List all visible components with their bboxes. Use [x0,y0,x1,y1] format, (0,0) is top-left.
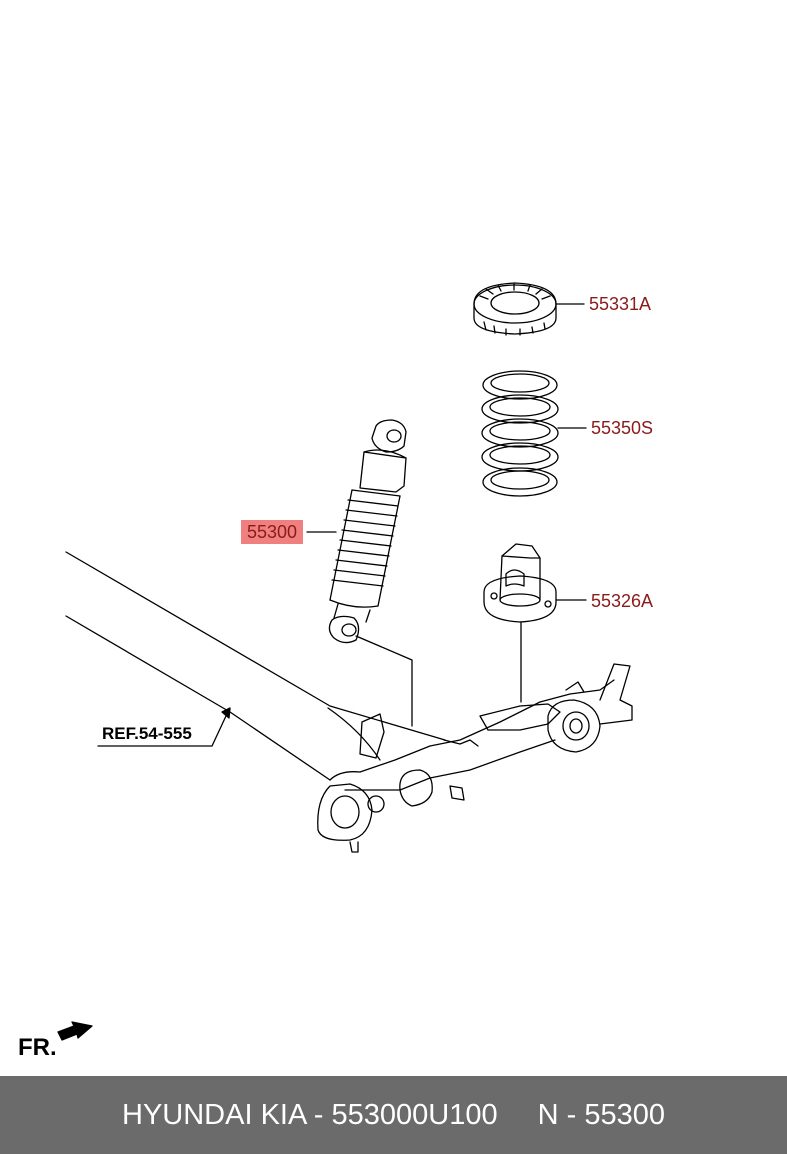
footer-bar: HYUNDAI KIA - 553000U100 N - 55300 [0,1076,787,1154]
shock-absorber-part [328,419,407,644]
front-direction-arrow-icon [57,1021,93,1041]
label-55331A[interactable]: 55331A [589,294,652,314]
spring-pad-upper-part [473,282,557,336]
torsion-beam-axle [65,551,633,853]
suspension-diagram [57,282,633,1041]
label-55350S[interactable]: 55350S [591,418,654,438]
spring-seat-lower-part [483,543,557,623]
label-55300-highlighted[interactable]: 55300 [241,520,304,544]
footer-brand-part-number: HYUNDAI KIA - 553000U100 [122,1098,498,1131]
label-55326A[interactable]: 55326A [591,591,654,611]
footer-catalog-number: N - 55300 [537,1098,665,1131]
reference-label[interactable]: REF.54-555 [102,724,192,743]
coil-spring-part [481,370,559,497]
front-direction-label: FR. [18,1034,57,1061]
